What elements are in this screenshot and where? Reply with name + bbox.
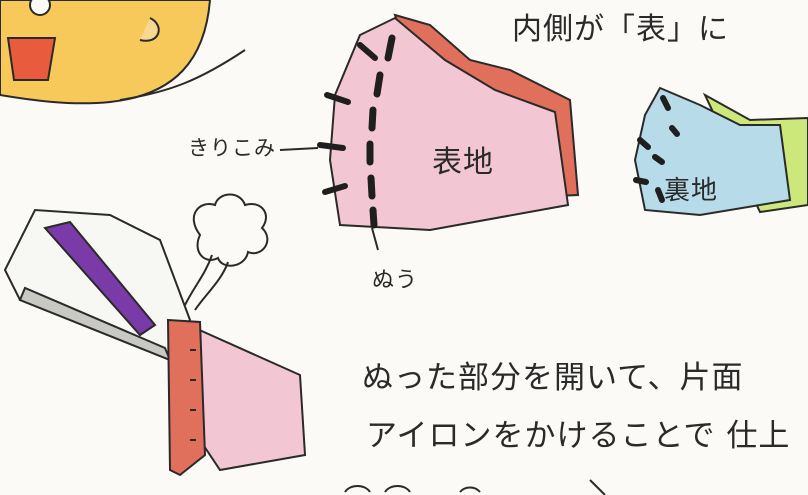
instruction-line-2: アイロンをかけることで 仕上 [366,418,791,454]
cut-marks [317,42,378,195]
bottom-partial-strokes [344,479,606,495]
label-ura: 裏地 [664,176,719,206]
heading-inside-out: 内側が「表」に [512,12,729,47]
ironed-fabric [166,318,307,477]
seam-line [366,34,396,229]
inner-fabric-mask [633,86,808,217]
label-nuu: ぬう [372,268,419,293]
label-omote: 表地 [432,145,494,180]
label-kirikomi: きりこみ [188,136,276,160]
yellow-circle-illustration [0,0,246,105]
instruction-line-1: ぬった部分を開いて、片面 [362,360,744,396]
steam-cloud [184,193,269,311]
inner-seam-marks [633,95,680,203]
outer-fabric-mask [279,13,580,251]
iron-illustration [3,208,192,362]
